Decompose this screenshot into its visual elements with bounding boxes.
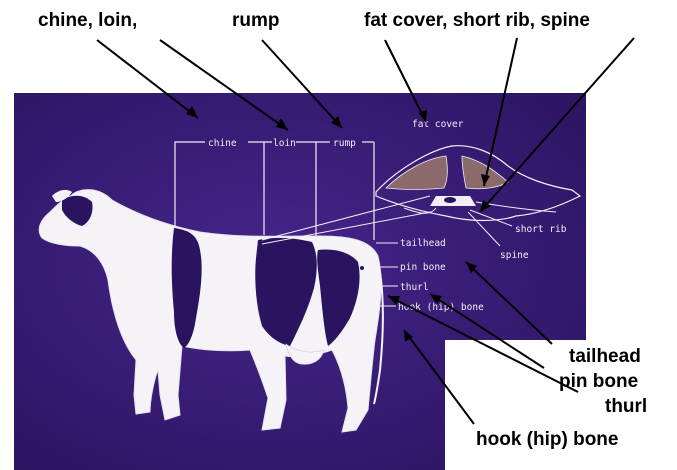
label-chine-loin: chine, loin, [38, 11, 137, 30]
board-label-chine: chine [208, 138, 237, 149]
board-label-spine: spine [500, 250, 529, 261]
board-label-fat-cover: fat cover [412, 119, 464, 130]
label-thurl: thurl [605, 397, 647, 416]
label-fat-cover-short-rib-spine: fat cover, short rib, spine [364, 11, 590, 30]
board-label-thurl: thurl [400, 282, 429, 293]
board-label-rump: rump [333, 138, 356, 149]
board-label-loin: loin [273, 138, 296, 149]
label-rump: rump [232, 11, 280, 30]
label-pin-bone: pin bone [559, 372, 638, 391]
label-tailhead: tailhead [569, 347, 641, 366]
label-hook-hip-bone: hook (hip) bone [476, 430, 618, 449]
board-label-pin-bone: pin bone [400, 262, 446, 273]
board-label-tailhead: tailhead [400, 238, 446, 249]
board-label-short-rib: short rib [515, 224, 567, 235]
